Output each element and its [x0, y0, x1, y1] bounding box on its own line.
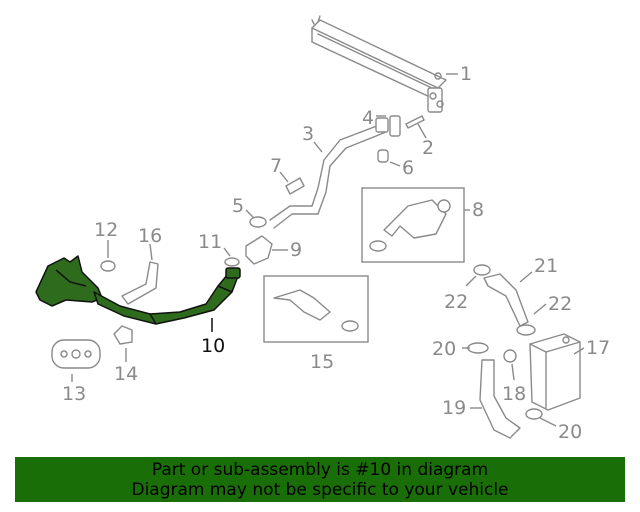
- leader-11: [223, 247, 231, 257]
- callout-9: 9: [290, 239, 302, 261]
- callout-20b: 20: [558, 421, 582, 443]
- o-ring-part-5: [249, 216, 267, 228]
- parts-diagram: 1 2 3 4 5 6 7 8 9: [35, 15, 610, 443]
- gasket-part-13: [51, 339, 101, 369]
- callout-5: 5: [232, 195, 244, 217]
- leader-2: [417, 123, 427, 139]
- housing-part-17: [529, 333, 581, 411]
- banner-line-1: Part or sub-assembly is #10 in diagram: [151, 460, 489, 480]
- o-ring-part-11: [224, 257, 240, 267]
- cooler-pipe-part-3: [269, 115, 401, 229]
- callout-4: 4: [362, 107, 374, 129]
- connector-part-9: [245, 235, 273, 265]
- bracket-box-part-15: [263, 275, 369, 343]
- clamp-part-22b: [516, 324, 536, 336]
- valve-part-18: [503, 349, 517, 363]
- leader-22b: [533, 303, 547, 315]
- highlighted-hose-part-10: [35, 255, 241, 325]
- bracket-part-16: [121, 261, 159, 305]
- banner-line-2: Diagram may not be specific to your vehi…: [131, 480, 509, 500]
- hose-part-19: [479, 359, 521, 439]
- clip-part-7: [285, 177, 305, 195]
- callout-22a: 22: [444, 291, 468, 313]
- callout-7: 7: [270, 155, 282, 177]
- leader-18: [511, 363, 515, 381]
- leader-3: [313, 141, 323, 153]
- callout-18: 18: [502, 383, 526, 405]
- clamp-part-20b: [525, 408, 543, 420]
- callout-2: 2: [422, 137, 434, 159]
- callout-13: 13: [62, 383, 86, 405]
- leader-20b: [539, 417, 557, 427]
- callout-12: 12: [94, 219, 118, 241]
- clip-part-14: [113, 325, 133, 345]
- callout-6: 6: [402, 157, 414, 179]
- leader-7: [279, 171, 289, 183]
- bracket-box-part-8: [361, 187, 465, 263]
- callout-1: 1: [460, 63, 472, 85]
- callout-14: 14: [114, 363, 138, 385]
- plug-part-6: [377, 149, 389, 163]
- callout-15: 15: [310, 351, 334, 373]
- hose-part-21: [483, 273, 529, 327]
- leader-21: [519, 271, 533, 283]
- oil-cooler-part-1: [311, 15, 447, 113]
- clamp-part-22a: [473, 264, 491, 276]
- leader-17: [573, 347, 585, 355]
- callout-20a: 20: [432, 338, 456, 360]
- callout-8: 8: [472, 199, 484, 221]
- callout-22b: 22: [548, 293, 572, 315]
- callout-21: 21: [534, 255, 558, 277]
- leader-6: [389, 161, 401, 167]
- callout-19: 19: [442, 397, 466, 419]
- callout-11: 11: [198, 231, 222, 253]
- leader-22a: [465, 275, 477, 287]
- leader-5: [245, 209, 255, 219]
- bolt-part-2: [405, 115, 425, 129]
- callout-16: 16: [138, 225, 162, 247]
- callout-3: 3: [302, 123, 314, 145]
- clamp-part-20a: [467, 342, 489, 354]
- callout-17: 17: [586, 337, 610, 359]
- diagram-notice-banner: Part or sub-assembly is #10 in diagram D…: [15, 457, 625, 502]
- callout-10: 10: [201, 335, 225, 357]
- o-ring-part-12: [100, 260, 116, 272]
- leader-16: [149, 243, 153, 261]
